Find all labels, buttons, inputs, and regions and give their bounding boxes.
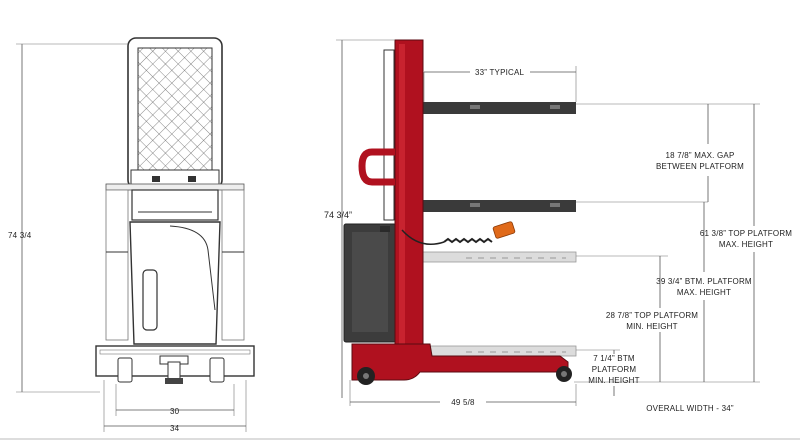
front-wheel-hub — [561, 371, 567, 377]
red-handle[interactable] — [358, 148, 395, 186]
front-height-label: 74 3/4 — [8, 231, 32, 240]
gap-label-2: BETWEEN PLATFORM — [656, 162, 744, 171]
btm-min-label-2: PLATFORM — [592, 365, 637, 374]
side-height-label: 74 3/4” — [324, 210, 352, 220]
front-base-rail — [99, 349, 251, 355]
front-inner-width-label: 30 — [170, 407, 180, 416]
platform-top — [418, 102, 576, 114]
front-overall-width-label: 34 — [170, 424, 180, 433]
platform-bottom-mark-2 — [550, 203, 560, 207]
ghost-platform-upper — [417, 251, 577, 263]
platform-top-mark-2 — [550, 105, 560, 109]
front-body-curve — [169, 225, 216, 311]
front-platform-top — [105, 183, 245, 191]
front-bolt-right — [188, 176, 196, 182]
front-view: 74 3/4 30 34 — [8, 37, 255, 433]
rear-wheel-hub — [363, 373, 369, 379]
front-battery-window — [142, 269, 158, 331]
btm-max-label-1: 39 3/4” BTM. PLATFORM — [656, 277, 752, 286]
front-wheel-1 — [117, 357, 133, 383]
red-base-chassis — [351, 343, 569, 381]
front-wheel-2 — [209, 357, 225, 383]
pendant-cord — [401, 229, 445, 245]
platform-top-mark-1 — [470, 105, 480, 109]
btm-min-label-1: 7 1/4” BTM — [593, 354, 635, 363]
depth-label: 33” TYPICAL — [475, 68, 525, 77]
battery-face — [352, 232, 388, 332]
top-max-label-1: 61 3/8” TOP PLATFORM — [700, 229, 792, 238]
front-bolt-left — [152, 176, 160, 182]
side-guard-edge — [383, 49, 395, 221]
front-stabilizer-foot — [165, 378, 183, 384]
platform-bottom — [418, 200, 576, 212]
overall-width-label: OVERALL WIDTH - 34” — [646, 404, 734, 413]
btm-min-label-3: MIN. HEIGHT — [588, 376, 640, 385]
mast-highlight — [399, 44, 405, 356]
length-label: 49 5/8 — [451, 398, 475, 407]
pendant-coil — [443, 237, 493, 244]
front-outrigger-left — [105, 189, 129, 341]
btm-max-label-2: MAX. HEIGHT — [677, 288, 731, 297]
front-upper-housing — [131, 189, 219, 221]
ghost-platform-lower — [417, 345, 577, 357]
battery-cap — [380, 226, 390, 232]
top-min-label-1: 28 7/8” TOP PLATFORM — [606, 311, 698, 320]
top-max-label-2: MAX. HEIGHT — [719, 240, 773, 249]
front-safety-mesh — [137, 47, 213, 171]
front-outrigger-right — [221, 189, 245, 341]
side-view: 74 3/4” 33” TYPICAL 18 7/8” MAX. GAP BET… — [324, 39, 792, 413]
top-min-label-2: MIN. HEIGHT — [626, 322, 678, 331]
platform-bottom-mark-1 — [470, 203, 480, 207]
gap-label-1: 18 7/8” MAX. GAP — [665, 151, 734, 160]
pendant-control[interactable] — [492, 221, 516, 239]
